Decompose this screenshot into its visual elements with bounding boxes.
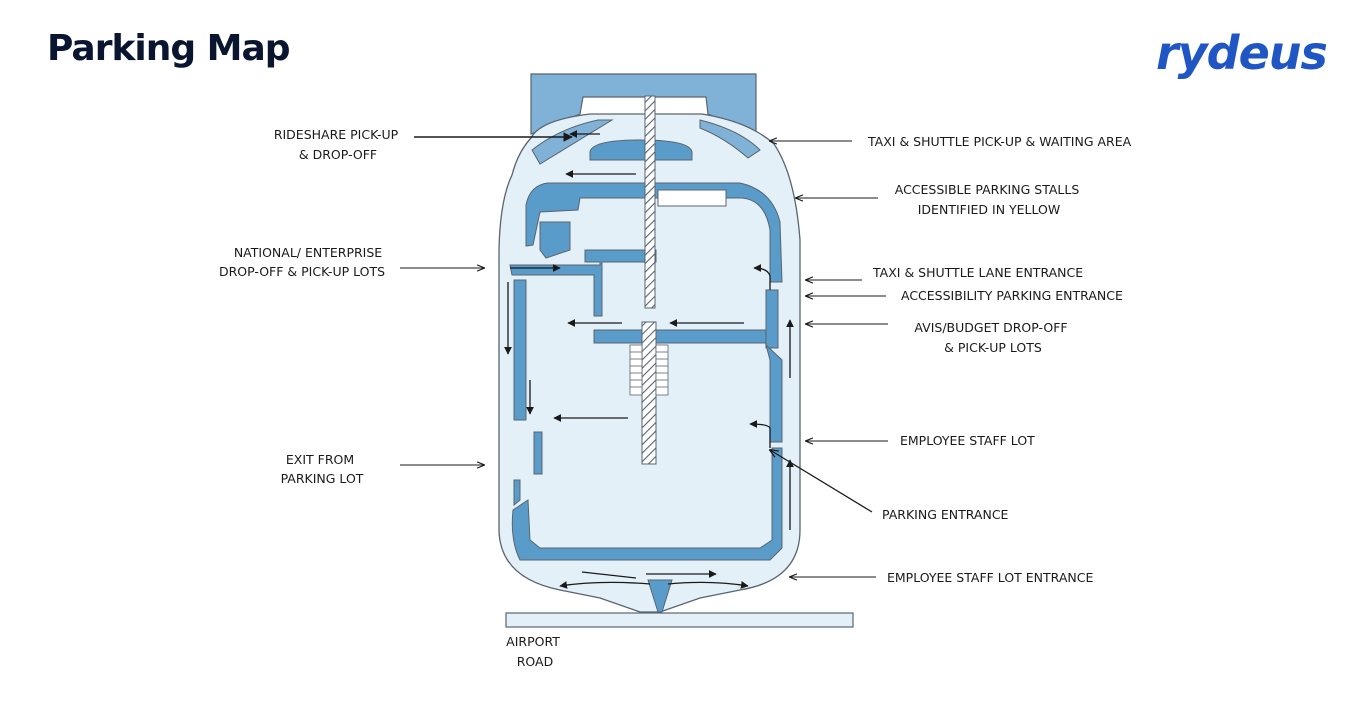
label-employee-lot: EMPLOYEE STAFF LOT: [900, 433, 1035, 448]
traffic-flow-arrows: [504, 130, 794, 589]
shuttle-shelter: [589, 139, 693, 161]
label-airport-road: AIRPORT ROAD: [506, 634, 564, 669]
label-employee-entrance: EMPLOYEE STAFF LOT ENTRANCE: [887, 570, 1093, 585]
label-parking-entrance: PARKING ENTRANCE: [882, 507, 1009, 522]
label-accessibility-entrance: ACCESSIBILITY PARKING ENTRANCE: [901, 288, 1123, 303]
airport-road: [505, 612, 854, 628]
stairs-left: [629, 344, 643, 396]
upper-parking-structure: [509, 182, 783, 317]
label-taxi-pickup: TAXI & SHUTTLE PICK-UP & WAITING AREA: [867, 134, 1132, 149]
page-title: Parking Map: [47, 28, 291, 69]
brand-logo[interactable]: rydeus: [1156, 26, 1328, 80]
stairs-right: [655, 344, 669, 396]
entrance-island: [647, 579, 673, 613]
central-ramp: [644, 95, 656, 309]
label-avis: AVIS/BUDGET DROP-OFF & PICK-UP LOTS: [914, 320, 1071, 355]
map-labels: RIDESHARE PICK-UP & DROP-OFF NATIONAL/ E…: [219, 127, 1132, 669]
callout-arrows: [400, 132, 888, 577]
label-rideshare: RIDESHARE PICK-UP & DROP-OFF: [274, 127, 402, 162]
lower-parking-structure: [511, 279, 783, 561]
lower-ramp: [641, 321, 657, 465]
parking-entrance-leader: [770, 450, 873, 513]
label-national: NATIONAL/ ENTERPRISE DROP-OFF & PICK-UP …: [219, 245, 386, 279]
label-exit: EXIT FROM PARKING LOT: [281, 452, 364, 486]
label-accessible-stalls: ACCESSIBLE PARKING STALLS IDENTIFIED IN …: [895, 182, 1084, 217]
curb-island-left: [531, 119, 614, 165]
curb-island-right: [699, 119, 761, 159]
label-taxi-lane: TAXI & SHUTTLE LANE ENTRANCE: [872, 265, 1083, 280]
